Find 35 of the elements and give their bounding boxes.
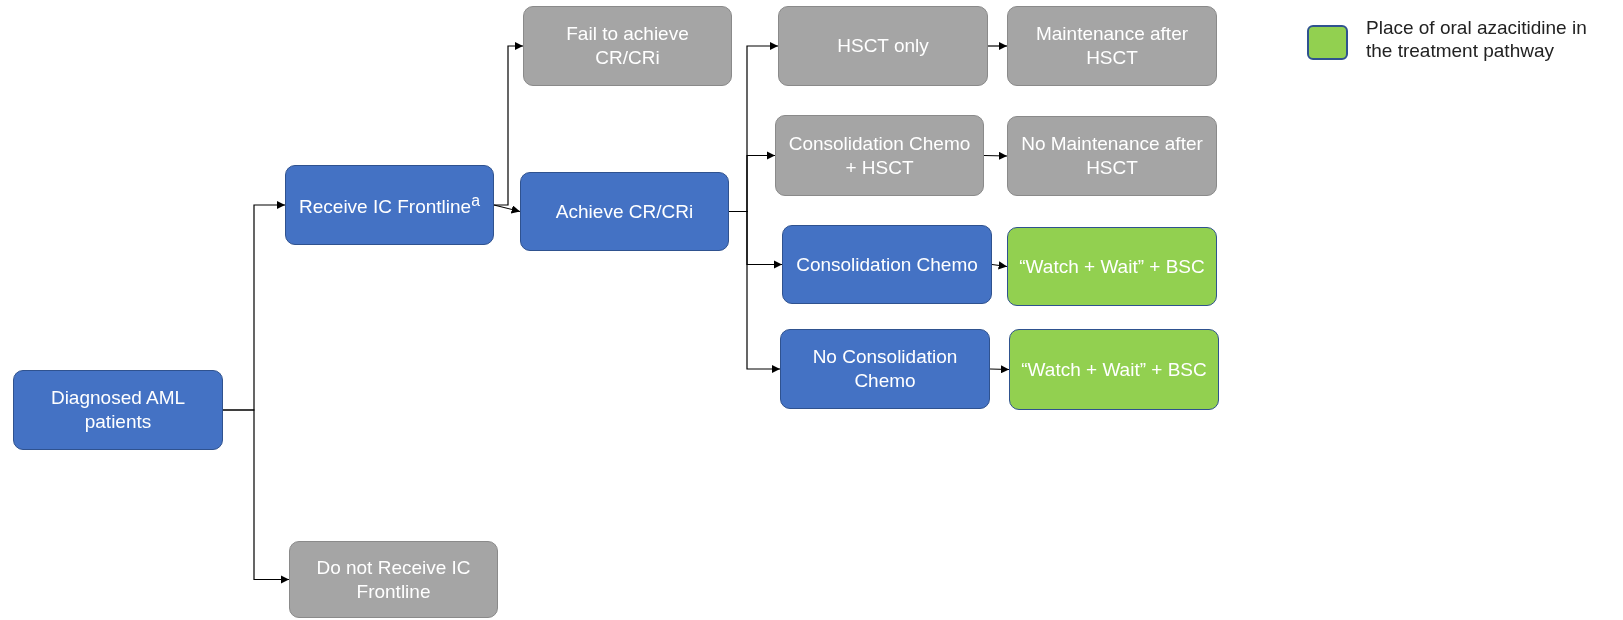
process-box bbox=[780, 329, 990, 409]
process-box bbox=[775, 115, 984, 196]
box-label: HSCT only bbox=[837, 34, 929, 58]
box-label: Maintenance after HSCT bbox=[1034, 22, 1190, 70]
process-box bbox=[520, 172, 729, 251]
legend-label: Place of oral azacitidine in the treatment pathway bbox=[1366, 17, 1588, 63]
process-box bbox=[1007, 6, 1217, 86]
box-label: Fail to achieve CR/CRi bbox=[565, 22, 690, 70]
box-label: Receive IC Frontline$^{a}$ bbox=[299, 190, 480, 220]
arrow bbox=[493, 204, 521, 214]
box-label: Consolidation Chemo bbox=[796, 252, 978, 277]
process-box bbox=[285, 165, 494, 245]
process-box bbox=[13, 370, 223, 450]
arrow bbox=[983, 151, 1008, 160]
process-box bbox=[778, 6, 988, 86]
arrow bbox=[728, 210, 781, 374]
process-box bbox=[782, 225, 992, 304]
box-label: “Watch + Wait” + BSC bbox=[1021, 357, 1207, 382]
arrow bbox=[991, 261, 1008, 270]
arrow bbox=[989, 365, 1010, 374]
process-box bbox=[1007, 116, 1217, 196]
box-label: No Maintenance after HSCT bbox=[1020, 132, 1204, 180]
process-box bbox=[1009, 329, 1219, 410]
process-box bbox=[289, 541, 498, 618]
box-label: Diagnosed AML patients bbox=[49, 386, 187, 434]
box-label: No Consolidation Chemo bbox=[811, 345, 959, 393]
box-label: Do not Receive IC Frontline bbox=[315, 555, 472, 604]
process-box bbox=[1007, 227, 1217, 306]
arrow bbox=[493, 41, 524, 206]
process-box bbox=[523, 6, 732, 86]
box-label: Achieve CR/CRi bbox=[555, 199, 694, 224]
arrow bbox=[987, 41, 1008, 51]
box-label: Consolidation Chemo + HSCT bbox=[787, 131, 972, 180]
box-label: “Watch + Wait” + BSC bbox=[1019, 254, 1205, 279]
arrow bbox=[222, 409, 290, 584]
